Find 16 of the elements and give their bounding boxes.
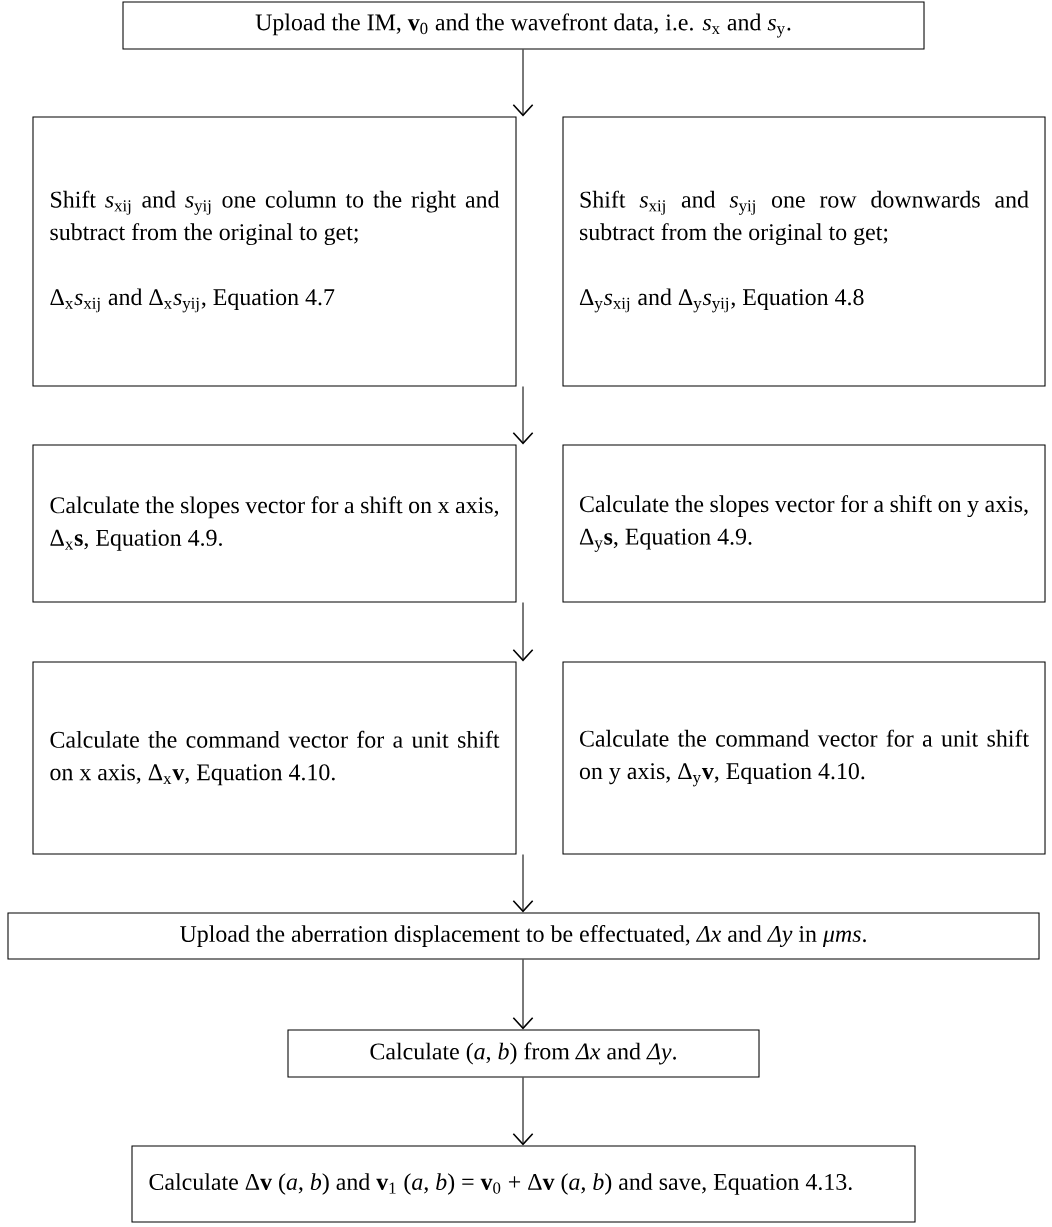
arrow xyxy=(512,854,534,913)
arrow xyxy=(512,386,534,445)
arrow xyxy=(512,49,534,117)
arrow xyxy=(512,959,534,1030)
process-box: Calculate the slopes vector for a shift on y axis, Δ$_{y}$s, Equation 4.9. xyxy=(562,444,1046,603)
process-box: Calculate Δv (a, b) and v$_{1}$ (a, b) = v$_{0}$ + Δv (a, b) and save, Equation 4.13. xyxy=(131,1145,916,1223)
arrow xyxy=(512,1077,534,1146)
process-box: Upload the IM, v$_{0}$ and the wavefront data, i.e. s$_{x}$ and s$_{y}$. xyxy=(122,1,925,50)
process-box: Shift s$_{xij}$ and s$_{yij}$ one row downwards and subtract from the original to get; Δ$_{y}$s$_{xij}$ and Δ$_{y}$s$_{yij}$, Equation 4.8 xyxy=(562,116,1046,387)
arrow xyxy=(512,602,534,662)
process-box: Shift s$_{xij}$ and s$_{yij}$ one column to the right and subtract from the original to get; Δ$_{x}$s$_{xij}$ and Δ$_{x}$s$_{yij}$, Equation 4.7 xyxy=(32,116,517,387)
process-box: Calculate the command vector for a unit shift on y axis, Δ$_{y}$v, Equation 4.10. xyxy=(562,661,1046,855)
process-box: Calculate (a, b) from Δx and Δy. xyxy=(287,1029,760,1078)
process-box: Calculate the slopes vector for a shift on x axis, Δ$_{x}$s, Equation 4.9. xyxy=(32,444,517,603)
process-box: Upload the aberration displacement to be effectuated, Δx and Δy in μms. xyxy=(7,912,1040,960)
process-box: Calculate the command vector for a unit shift on x axis, Δ$_{x}$v, Equation 4.10. xyxy=(32,661,517,855)
